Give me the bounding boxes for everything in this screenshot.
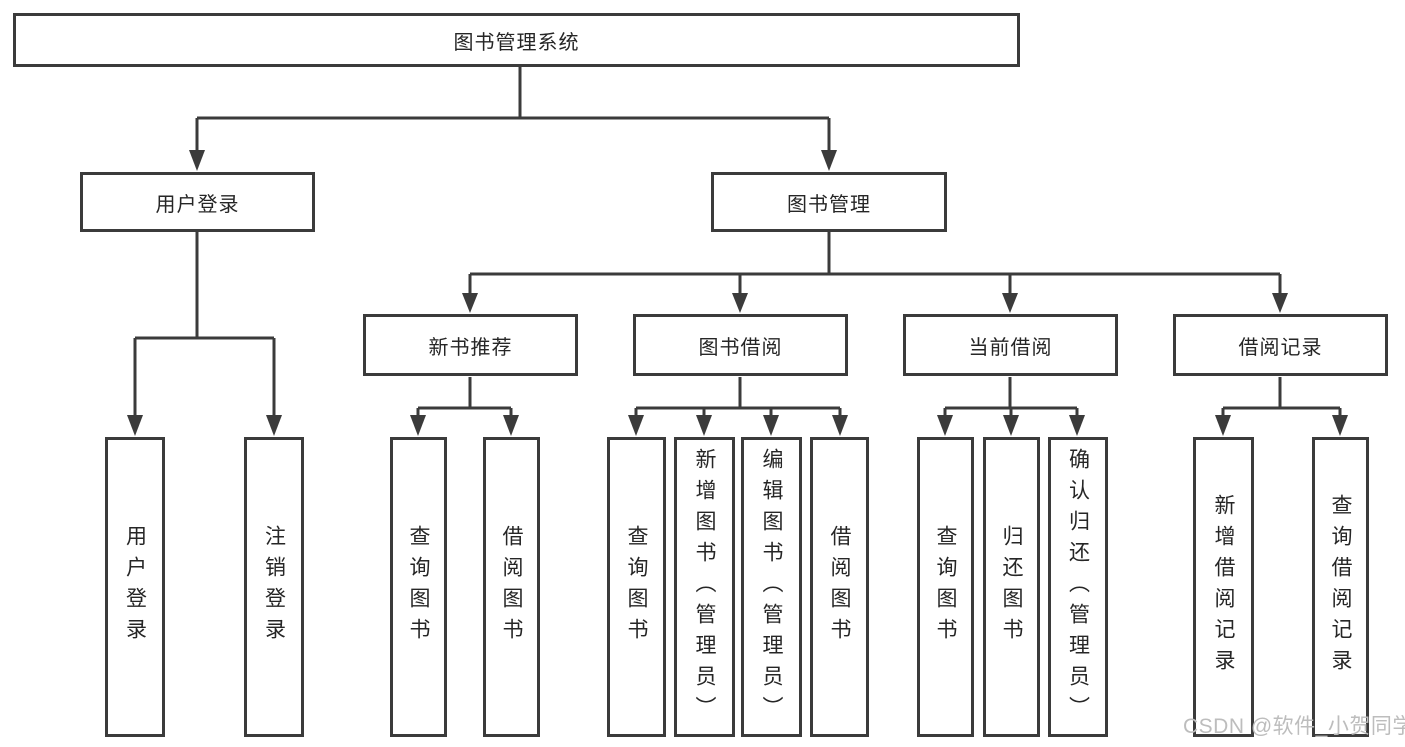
node-book-management: 图书管理 — [711, 172, 947, 232]
node-user-login: 用户登录 — [80, 172, 315, 232]
node-book-borrow: 图书借阅 — [633, 314, 848, 376]
leaf-borrow-books-borrow-label: 借阅图书 — [828, 525, 851, 649]
leaf-add-borrow-record-label: 新增借阅记录 — [1212, 494, 1235, 680]
leaf-logout-label: 注销登录 — [262, 525, 286, 649]
leaf-query-books-borrow: 查询图书 — [607, 437, 666, 737]
node-borrow-records: 借阅记录 — [1173, 314, 1388, 376]
node-current-borrow-label: 当前借阅 — [968, 336, 1053, 359]
node-book-borrow-label: 图书借阅 — [698, 336, 783, 359]
node-new-book-recommend-label: 新书推荐 — [428, 336, 513, 359]
node-user-login-label: 用户登录 — [155, 193, 240, 216]
node-new-book-recommend: 新书推荐 — [363, 314, 578, 376]
leaf-user-login: 用户登录 — [105, 437, 165, 737]
leaf-query-books-borrow-label: 查询图书 — [625, 525, 648, 649]
leaf-query-books-current-label: 查询图书 — [934, 525, 957, 649]
leaf-query-books-current: 查询图书 — [917, 437, 974, 737]
leaf-query-books-recommend-label: 查询图书 — [407, 525, 430, 649]
leaf-add-book-admin-label: 新增图书（管理员） — [693, 447, 716, 727]
leaf-query-borrow-record-label: 查询借阅记录 — [1329, 494, 1352, 680]
node-root-label: 图书管理系统 — [453, 31, 580, 54]
leaf-edit-book-admin: 编辑图书（管理员） — [741, 437, 802, 737]
leaf-user-login-label: 用户登录 — [123, 525, 147, 649]
leaf-confirm-return-admin: 确认归还（管理员） — [1048, 437, 1108, 737]
leaf-confirm-return-admin-label: 确认归还（管理员） — [1066, 447, 1090, 727]
leaf-logout: 注销登录 — [244, 437, 304, 737]
leaf-add-book-admin: 新增图书（管理员） — [674, 437, 735, 737]
leaf-add-borrow-record: 新增借阅记录 — [1193, 437, 1254, 737]
node-book-management-label: 图书管理 — [787, 193, 871, 216]
leaf-borrow-books-recommend-label: 借阅图书 — [500, 525, 523, 649]
leaf-return-book-label: 归还图书 — [1000, 525, 1023, 649]
leaf-edit-book-admin-label: 编辑图书（管理员） — [760, 447, 783, 727]
node-root: 图书管理系统 — [13, 13, 1020, 67]
node-borrow-records-label: 借阅记录 — [1238, 336, 1323, 359]
leaf-return-book: 归还图书 — [983, 437, 1040, 737]
leaf-query-books-recommend: 查询图书 — [390, 437, 447, 737]
leaf-borrow-books-borrow: 借阅图书 — [810, 437, 869, 737]
leaf-query-borrow-record: 查询借阅记录 — [1312, 437, 1369, 737]
leaf-borrow-books-recommend: 借阅图书 — [483, 437, 540, 737]
watermark: CSDN @软件_小贺同学 — [1183, 715, 1405, 738]
node-current-borrow: 当前借阅 — [903, 314, 1118, 376]
